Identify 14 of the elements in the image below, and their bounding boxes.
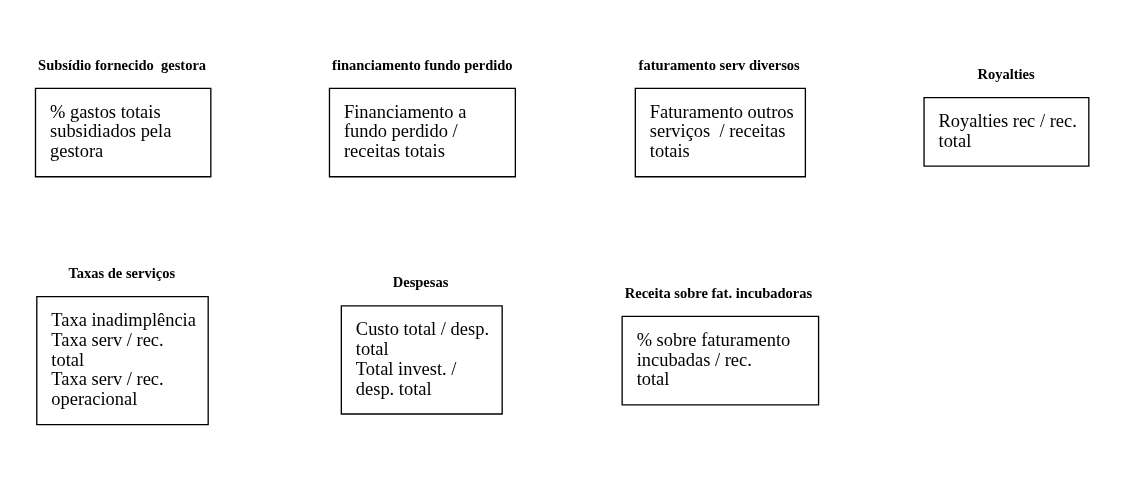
node-label: Receita sobre fat. incubadoras	[624, 284, 813, 301]
node-label: Royalties	[977, 65, 1035, 82]
node-box: % gastos totais subsidiados pela gestora	[34, 87, 212, 177]
node-label: Subsídio fornecido gestora	[38, 56, 207, 73]
node-label: Despesas	[392, 273, 449, 290]
node-box: Taxa inadimplência Taxa serv / rec. total Taxa serv / rec. operacional	[36, 295, 209, 425]
node-label: faturamento serv diversos	[638, 56, 800, 73]
node-box: Financiamento a fundo perdido / receitas totais	[328, 87, 516, 177]
node-label: financiamento fundo perdido	[332, 56, 513, 73]
node-box: Faturamento outros serviços / receitas totais	[634, 87, 807, 177]
node-box: Royalties rec / rec. total	[923, 96, 1090, 167]
node-box: Custo total / desp. total Total invest. / desp. total	[340, 304, 503, 415]
node-label: Taxas de serviços	[68, 264, 176, 281]
node-box: % sobre faturamento incubadas / rec. total	[621, 315, 820, 405]
